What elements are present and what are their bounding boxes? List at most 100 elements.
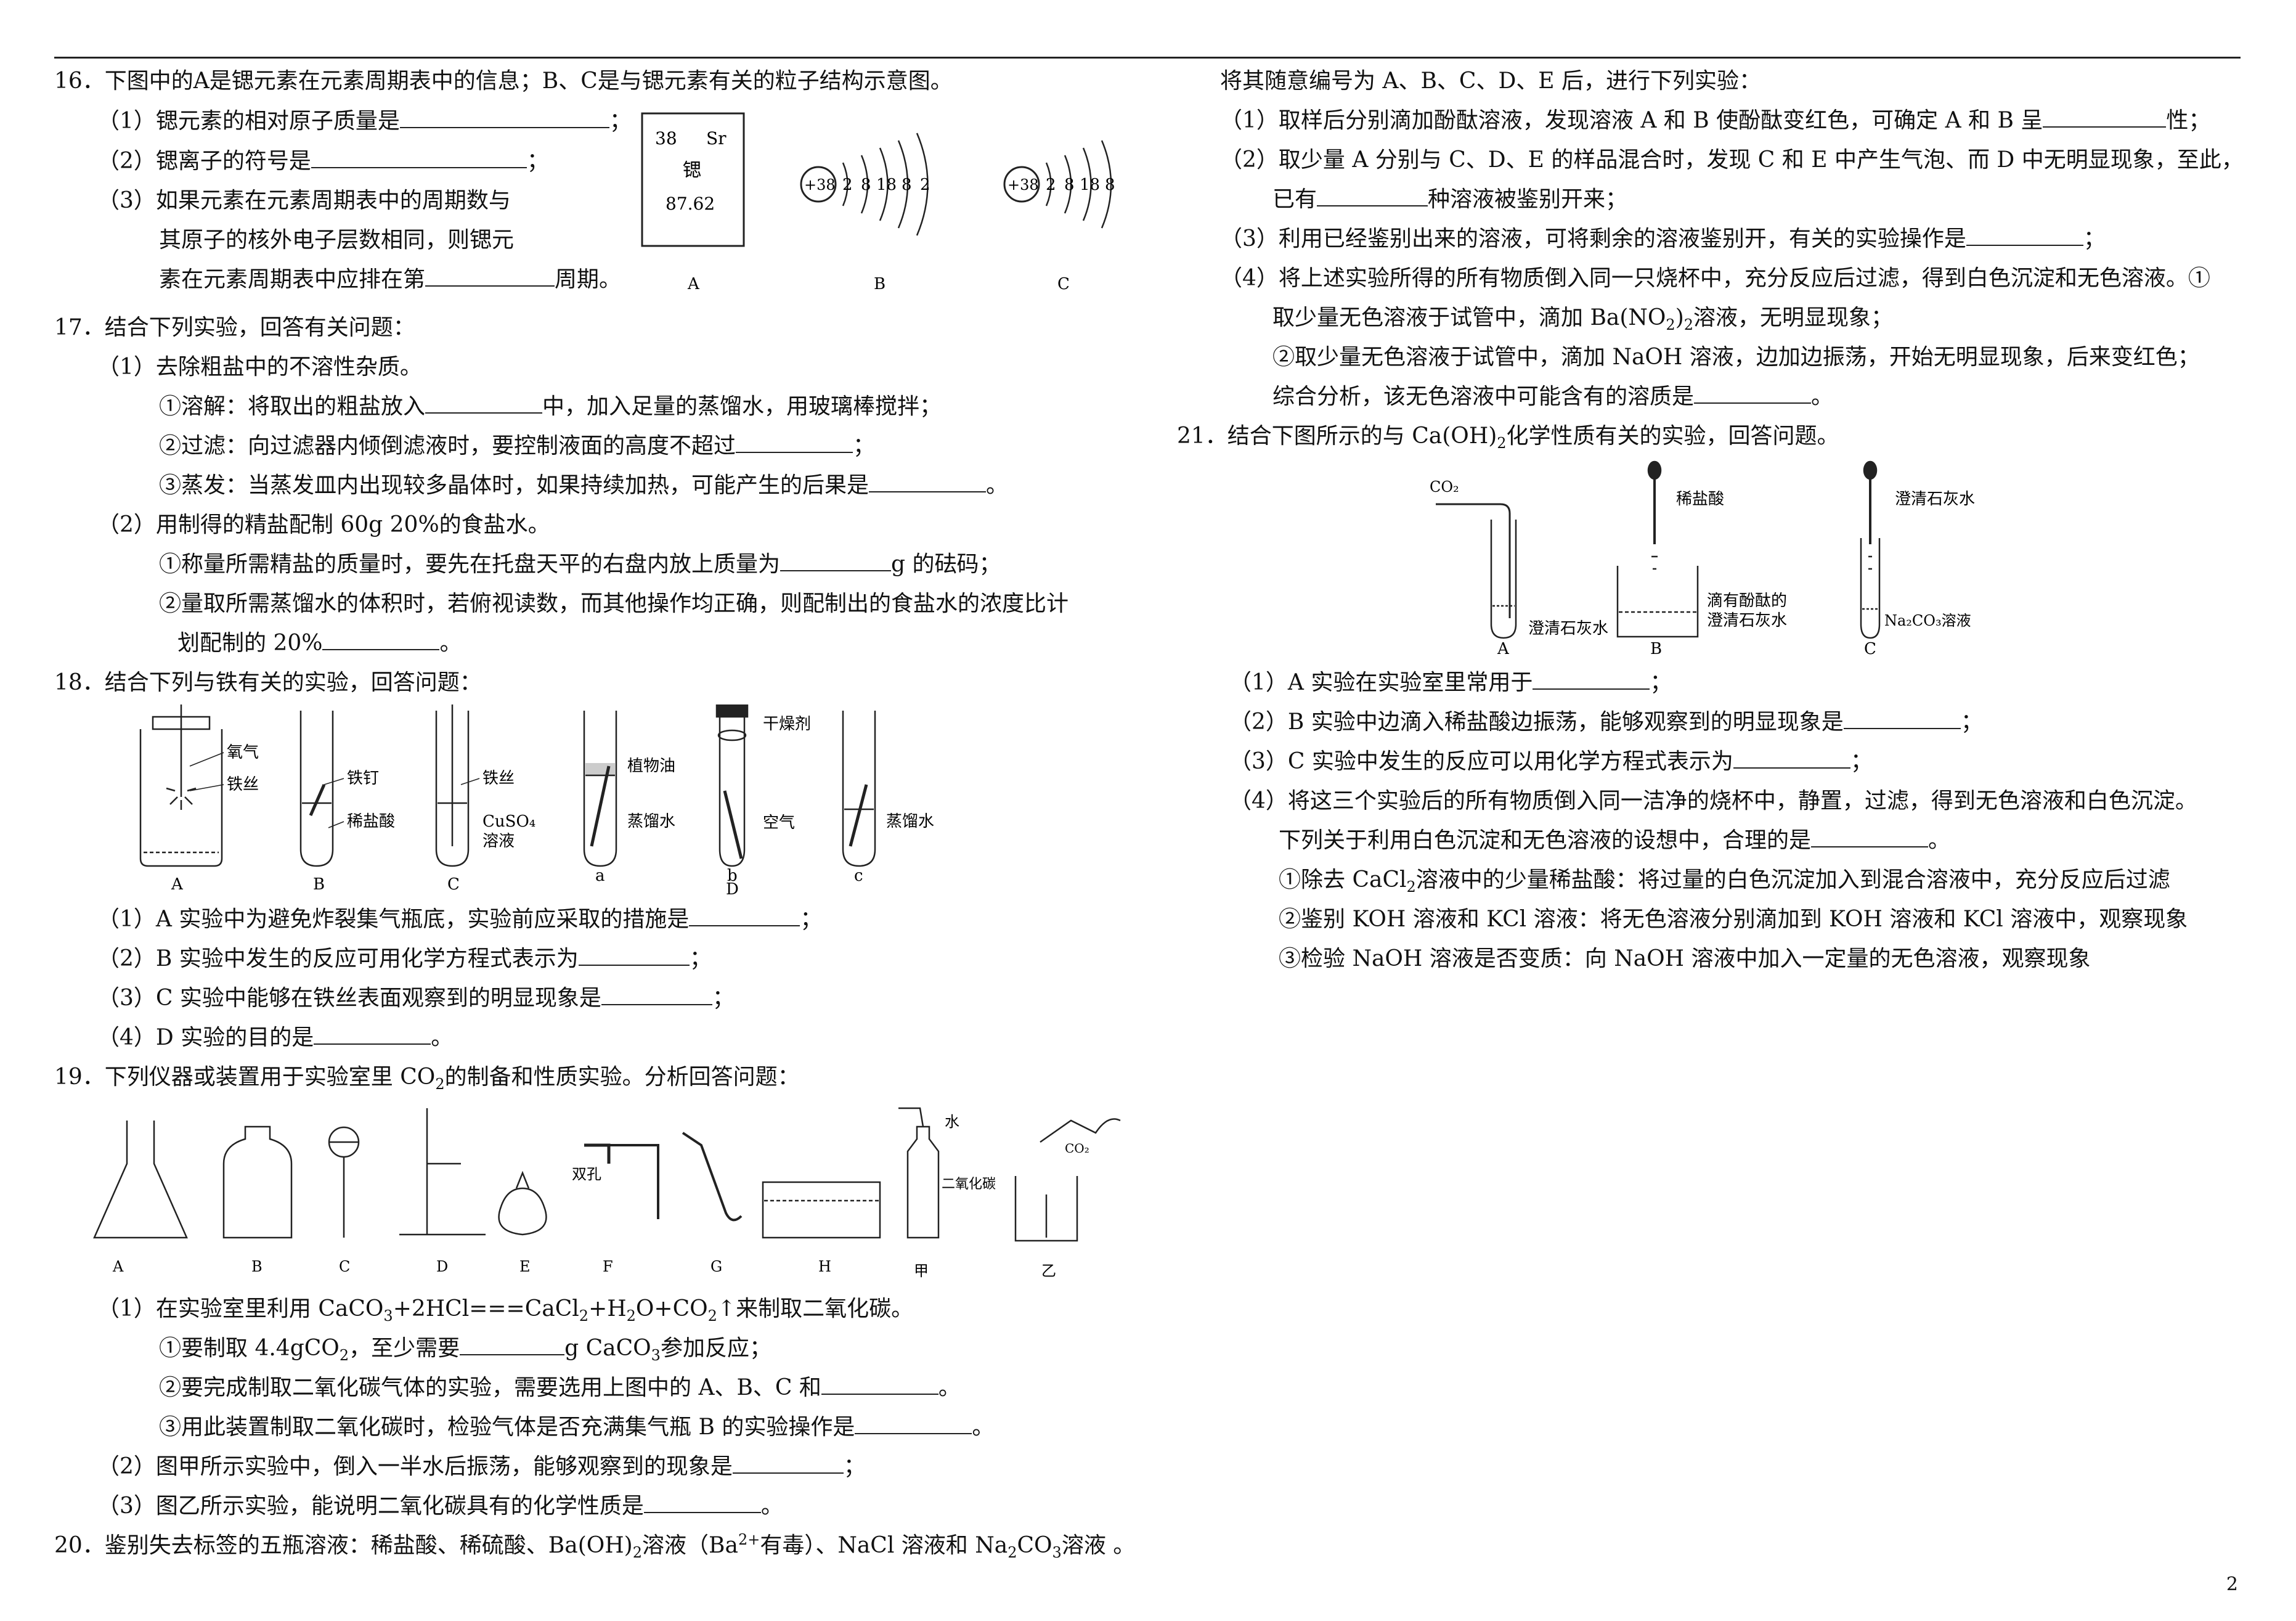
answer-blank[interactable] [1843,709,1961,729]
answer-blank[interactable] [2043,108,2167,128]
answer-blank[interactable] [601,986,712,1005]
answer-blank[interactable] [578,946,690,966]
q16-part2: （2）锶离子的符号是； [97,149,549,174]
svg-text:F: F [603,1258,613,1275]
q16-figure: 38 Sr 锶 87.62 A +38 2 8 18 8 2 B [641,112,930,293]
q19-part2: （2）图甲所示实验中，倒入一半水后振荡，能够观察到的现象是； [97,1454,866,1479]
answer-blank[interactable] [322,631,440,650]
q21-option1: ①除去 CaCl2溶液中的少量稀盐酸：将过量的白色沉淀加入到混合溶液中，充分反应… [1279,867,2170,896]
answer-blank[interactable] [780,552,892,571]
svg-text:H: H [818,1258,831,1275]
q20-continuation: 将其随意编号为 A、B、C、D、E 后，进行下列实验： [1220,68,1762,94]
q18-part3: （3）C 实验中能够在铁丝表面观察到的明显现象是； [97,986,735,1011]
test-tube-a-oil [583,711,617,867]
answer-blank[interactable] [425,394,543,414]
plastic-bottle [906,1125,940,1239]
svg-text:87.62: 87.62 [666,194,715,214]
q20-part4a: （4）将上述实验所得的所有物质倒入同一只烧杯中，充分反应后过滤，得到白色沉淀和无… [1220,266,2210,291]
answer-blank[interactable] [732,1454,844,1474]
pouring-hand [1040,1118,1121,1143]
co2-label: CO₂ [1430,478,1459,496]
svg-text:8: 8 [1105,176,1115,194]
label-a: A [687,275,700,293]
iron-nail-label: 铁钉 [347,769,379,788]
oxygen-label: 氧气 [227,743,259,762]
apparatus-set [93,1107,1121,1242]
label-b: B [1650,640,1662,655]
gas-jar [222,1125,293,1239]
limewater-label: 澄清石灰水 [1895,490,1975,508]
page-number: 2 [2226,1574,2238,1595]
q21-option2: ②鉴别 KOH 溶液和 KCl 溶液：将无色溶液分别滴加到 KOH 溶液和 KC… [1279,907,2188,932]
svg-text:8: 8 [1064,176,1075,194]
answer-blank[interactable] [399,108,609,128]
hydrochloric-acid-label: 稀盐酸 [347,812,395,831]
q21-part2: （2）B 实验中边滴入稀盐酸边振荡，能够观察到的明显现象是； [1229,709,1983,735]
svg-text:乙: 乙 [1041,1262,1056,1280]
q19-part1: （1）在实验室里利用 CaCO3+2HCl===CaCl2+H2O+CO2↑来制… [97,1296,914,1325]
label-c: C [447,875,460,894]
iron-wire-label: 铁丝 [227,775,259,794]
q20-part4b: 取少量无色溶液于试管中，滴加 Ba(NO2)2溶液，无明显现象； [1272,305,1894,334]
gas-jar-iron-burning [139,704,223,867]
label-tube-a: a [595,867,605,885]
delivery-tube [682,1132,743,1222]
answer-blank[interactable] [311,149,527,168]
answer-blank[interactable] [736,433,853,453]
q17-stem: 17．结合下列实验，回答有关问题： [54,315,415,340]
answer-blank[interactable] [855,1415,972,1434]
leader [324,778,344,785]
q20-part4d: 综合分析，该无色溶液中可能含有的溶质是。 [1272,384,1834,409]
answer-blank[interactable] [869,473,987,492]
answer-blank[interactable] [689,907,800,926]
answer-blank[interactable] [1317,187,1428,206]
label-tube-c: c [854,867,863,885]
answer-blank[interactable] [1733,749,1850,769]
q21-part4a: （4）将这三个实验后的所有物质倒入同一洁净的烧杯中，静置，过滤，得到无色溶液和白… [1229,788,2197,814]
distilled-water-label: 蒸馏水 [627,812,675,831]
water-label: 水 [945,1113,959,1130]
answer-blank[interactable] [643,1493,761,1513]
answer-blank[interactable] [314,1025,431,1045]
svg-text:E: E [519,1258,531,1275]
answer-blank[interactable] [821,1375,938,1395]
vegetable-oil-label: 植物油 [627,757,675,775]
desiccant-label: 干燥剂 [763,715,811,733]
q20-part1: （1）取样后分别滴加酚酞溶液，发现溶液 A 和 B 使酚酞变红色，可确定 A 和… [1220,108,2211,133]
answer-blank[interactable] [1533,670,1650,690]
q19-figure: A B C D E F G H 甲 乙 双孔 水 二氧化碳 CO₂ [93,1107,1121,1280]
q18-part1: （1）A 实验中为避免炸裂集气瓶底，实验前应采取的措施是； [97,907,823,932]
q16-stem: 16．下图中的A是锶元素在元素周期表中的信息；B、C是与锶元素有关的粒子结构示意… [54,68,953,94]
label-tube-b: b [727,867,738,885]
answer-blank[interactable] [1811,828,1929,847]
q20-part4c: ②取少量无色溶液于试管中，滴加 NaOH 溶液，边加边振荡，开始无明显现象，后来… [1272,345,2200,370]
svg-text:D: D [436,1258,448,1275]
label-a: A [1497,640,1510,655]
q16-part3c: 素在元素周期表中应排在第周期。 [159,267,622,292]
svg-text:18: 18 [876,176,897,194]
test-tube-a-co2 [1436,503,1517,639]
svg-text:+38: +38 [1008,176,1039,194]
leader [189,752,224,767]
svg-text:Sr: Sr [706,128,727,149]
svg-text:8: 8 [861,176,871,194]
label-d: D [726,880,739,896]
q16-ion-figure: +38 2 8 18 8 C [1003,140,1115,293]
answer-blank[interactable] [460,1336,565,1355]
svg-text:2: 2 [1046,176,1056,194]
q21-figure: CO₂ 澄清石灰水 A 稀盐酸 滴有酚酞的 澄清石灰水 B 澄清石灰水 Na₂C… [1430,460,1975,655]
strontium-atom-diagram: +38 2 8 18 8 2 [800,133,930,236]
test-tube-b [299,711,334,867]
answer-blank[interactable] [1694,384,1812,404]
answer-blank[interactable] [1966,226,2083,246]
answer-blank[interactable] [425,267,555,287]
pouring-water [898,1107,924,1127]
sodium-carbonate-label: Na₂CO₃溶液 [1884,612,1971,629]
q18-figure: 氧气 铁丝 A 铁钉 稀盐酸 B 铁丝 CuSO₄ 溶液 C 植物油 蒸馏水 [139,704,934,896]
leader [460,778,480,785]
test-tube-c [435,704,470,867]
limewater-label: 澄清石灰水 [1528,619,1608,638]
q21-part4b: 下列关于利用白色沉淀和无色溶液的设想中，合理的是。 [1279,828,1951,853]
test-tube-c-water [842,711,876,867]
q17-step2: ②过滤：向过滤器内倾倒滤液时，要控制液面的高度不超过； [159,433,876,459]
